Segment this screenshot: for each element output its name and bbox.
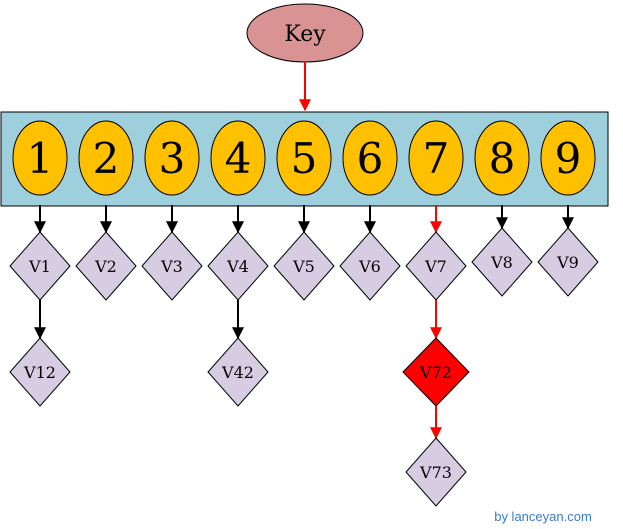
value-label: V42 [221,363,254,382]
value-node-v72: V72 [402,337,470,407]
bucket-label: 4 [225,134,252,183]
value-node-v12: V12 [9,337,71,407]
bucket-6: 6 [342,120,398,196]
bucket-5: 5 [276,120,332,196]
bucket-oval [540,120,596,196]
value-label: V5 [292,257,315,276]
value-diamond [9,337,71,407]
value-label: V73 [419,463,452,482]
value-diamond [273,231,335,301]
value-node-v5: V5 [273,231,335,301]
bucket-7: 7 [408,120,464,196]
value-node-v4: V4 [207,231,269,301]
bucket-oval [474,120,530,196]
key-node: Key [246,3,364,63]
bucket-label: 3 [159,134,186,183]
bucket-9: 9 [540,120,596,196]
bucket-label: 9 [555,134,582,183]
value-label: V8 [490,253,513,272]
value-label: V7 [424,257,447,276]
value-node-v2: V2 [75,231,137,301]
value-node-v7: V7 [405,231,467,301]
bucket-oval [408,120,464,196]
value-diamond [537,227,599,297]
bucket-label: 1 [27,134,54,183]
bucket-label: 7 [423,134,450,183]
bucket-8: 8 [474,120,530,196]
value-diamond [339,231,401,301]
value-label: V72 [419,363,452,382]
bucket-label: 5 [291,134,318,183]
bucket-oval [78,120,134,196]
value-diamond [141,231,203,301]
value-diamond [75,231,137,301]
bucket-oval [144,120,200,196]
bucket-label: 8 [489,134,516,183]
value-node-v6: V6 [339,231,401,301]
bucket-oval [342,120,398,196]
value-label: V9 [556,253,579,272]
bucket-1: 1 [12,120,68,196]
value-label: V3 [160,257,183,276]
key-label: Key [284,22,326,47]
bucket-label: 6 [357,134,384,183]
value-node-v8: V8 [471,227,533,297]
bucket-oval [276,120,332,196]
value-node-v9: V9 [537,227,599,297]
bucket-3: 3 [144,120,200,196]
value-node-v42: V42 [207,337,269,407]
value-diamond [405,437,467,507]
value-node-v1: V1 [9,231,71,301]
watermark: by lanceyan.com [494,509,592,524]
value-node-v73: V73 [405,437,467,507]
value-label: V12 [23,363,56,382]
value-label: V6 [358,257,381,276]
bucket-4: 4 [210,120,266,196]
bucket-oval [210,120,266,196]
value-diamond [207,337,269,407]
value-node-v3: V3 [141,231,203,301]
value-diamond [471,227,533,297]
bucket-oval [12,120,68,196]
value-label: V2 [94,257,117,276]
bucket-2: 2 [78,120,134,196]
value-label: V1 [28,257,51,276]
bucket-label: 2 [93,134,120,183]
value-label: V4 [226,257,249,276]
